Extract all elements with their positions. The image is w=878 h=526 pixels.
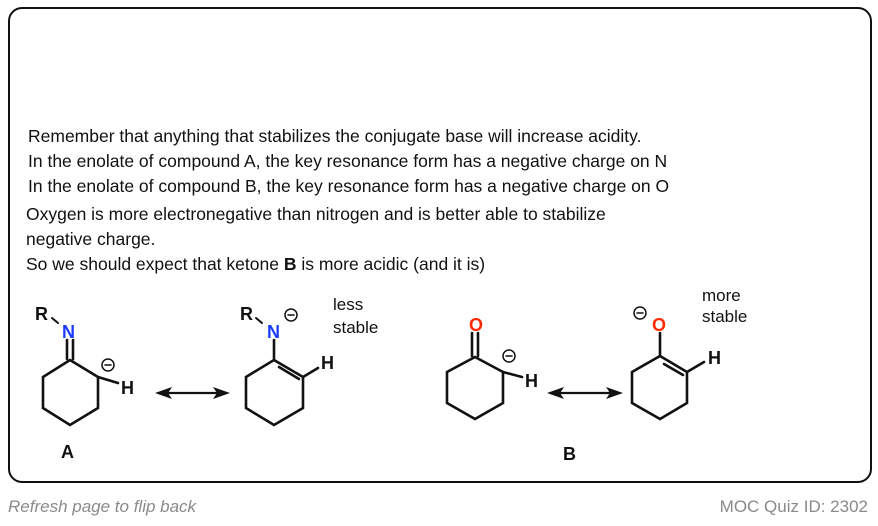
arrow-head-right bbox=[213, 387, 230, 399]
quiz-card bbox=[8, 7, 872, 483]
stable-label: stable bbox=[333, 318, 378, 337]
compound-b-label: B bbox=[563, 444, 576, 464]
h-label: H bbox=[121, 378, 134, 398]
stable-label: stable bbox=[702, 307, 747, 326]
text-line: negative charge. bbox=[26, 229, 156, 249]
r-label: R bbox=[240, 304, 253, 324]
conclusion-text-end: is more acidic (and it is) bbox=[296, 254, 486, 274]
h-label: H bbox=[321, 353, 334, 373]
oxygen-label: O bbox=[652, 315, 666, 335]
nitrogen-label: N bbox=[267, 322, 280, 342]
compound-a-label: A bbox=[61, 442, 74, 462]
ring-b bbox=[445, 355, 505, 421]
ring-a bbox=[41, 358, 100, 427]
oxygen-label: O bbox=[469, 315, 483, 335]
less-label: less bbox=[333, 295, 363, 314]
h-label: H bbox=[708, 348, 721, 368]
ring-a-enolate bbox=[244, 358, 305, 427]
quiz-id: MOC Quiz ID: 2302 bbox=[719, 497, 868, 516]
r-label: R bbox=[35, 304, 48, 324]
refresh-link[interactable]: Refresh page to flip back bbox=[8, 497, 197, 516]
arrow-head-right bbox=[606, 387, 623, 399]
text-line: In the enolate of compound B, the key re… bbox=[28, 176, 670, 196]
conclusion-line: So we should expect that ketone B is mor… bbox=[26, 254, 485, 275]
arrow-head-left bbox=[547, 387, 564, 399]
conclusion-bold: B bbox=[283, 254, 297, 274]
text-line: Oxygen is more electronegative than nitr… bbox=[26, 204, 606, 224]
conclusion-text: So we should expect that ketone bbox=[26, 254, 284, 274]
text-line: In the enolate of compound A, the key re… bbox=[28, 151, 668, 171]
text-line: Remember that anything that stabilizes t… bbox=[28, 126, 642, 146]
arrow-head-left bbox=[155, 387, 172, 399]
ring-b-enolate bbox=[630, 354, 689, 421]
h-label: H bbox=[525, 371, 538, 391]
more-label: more bbox=[702, 286, 741, 305]
nitrogen-label: N bbox=[62, 322, 75, 342]
